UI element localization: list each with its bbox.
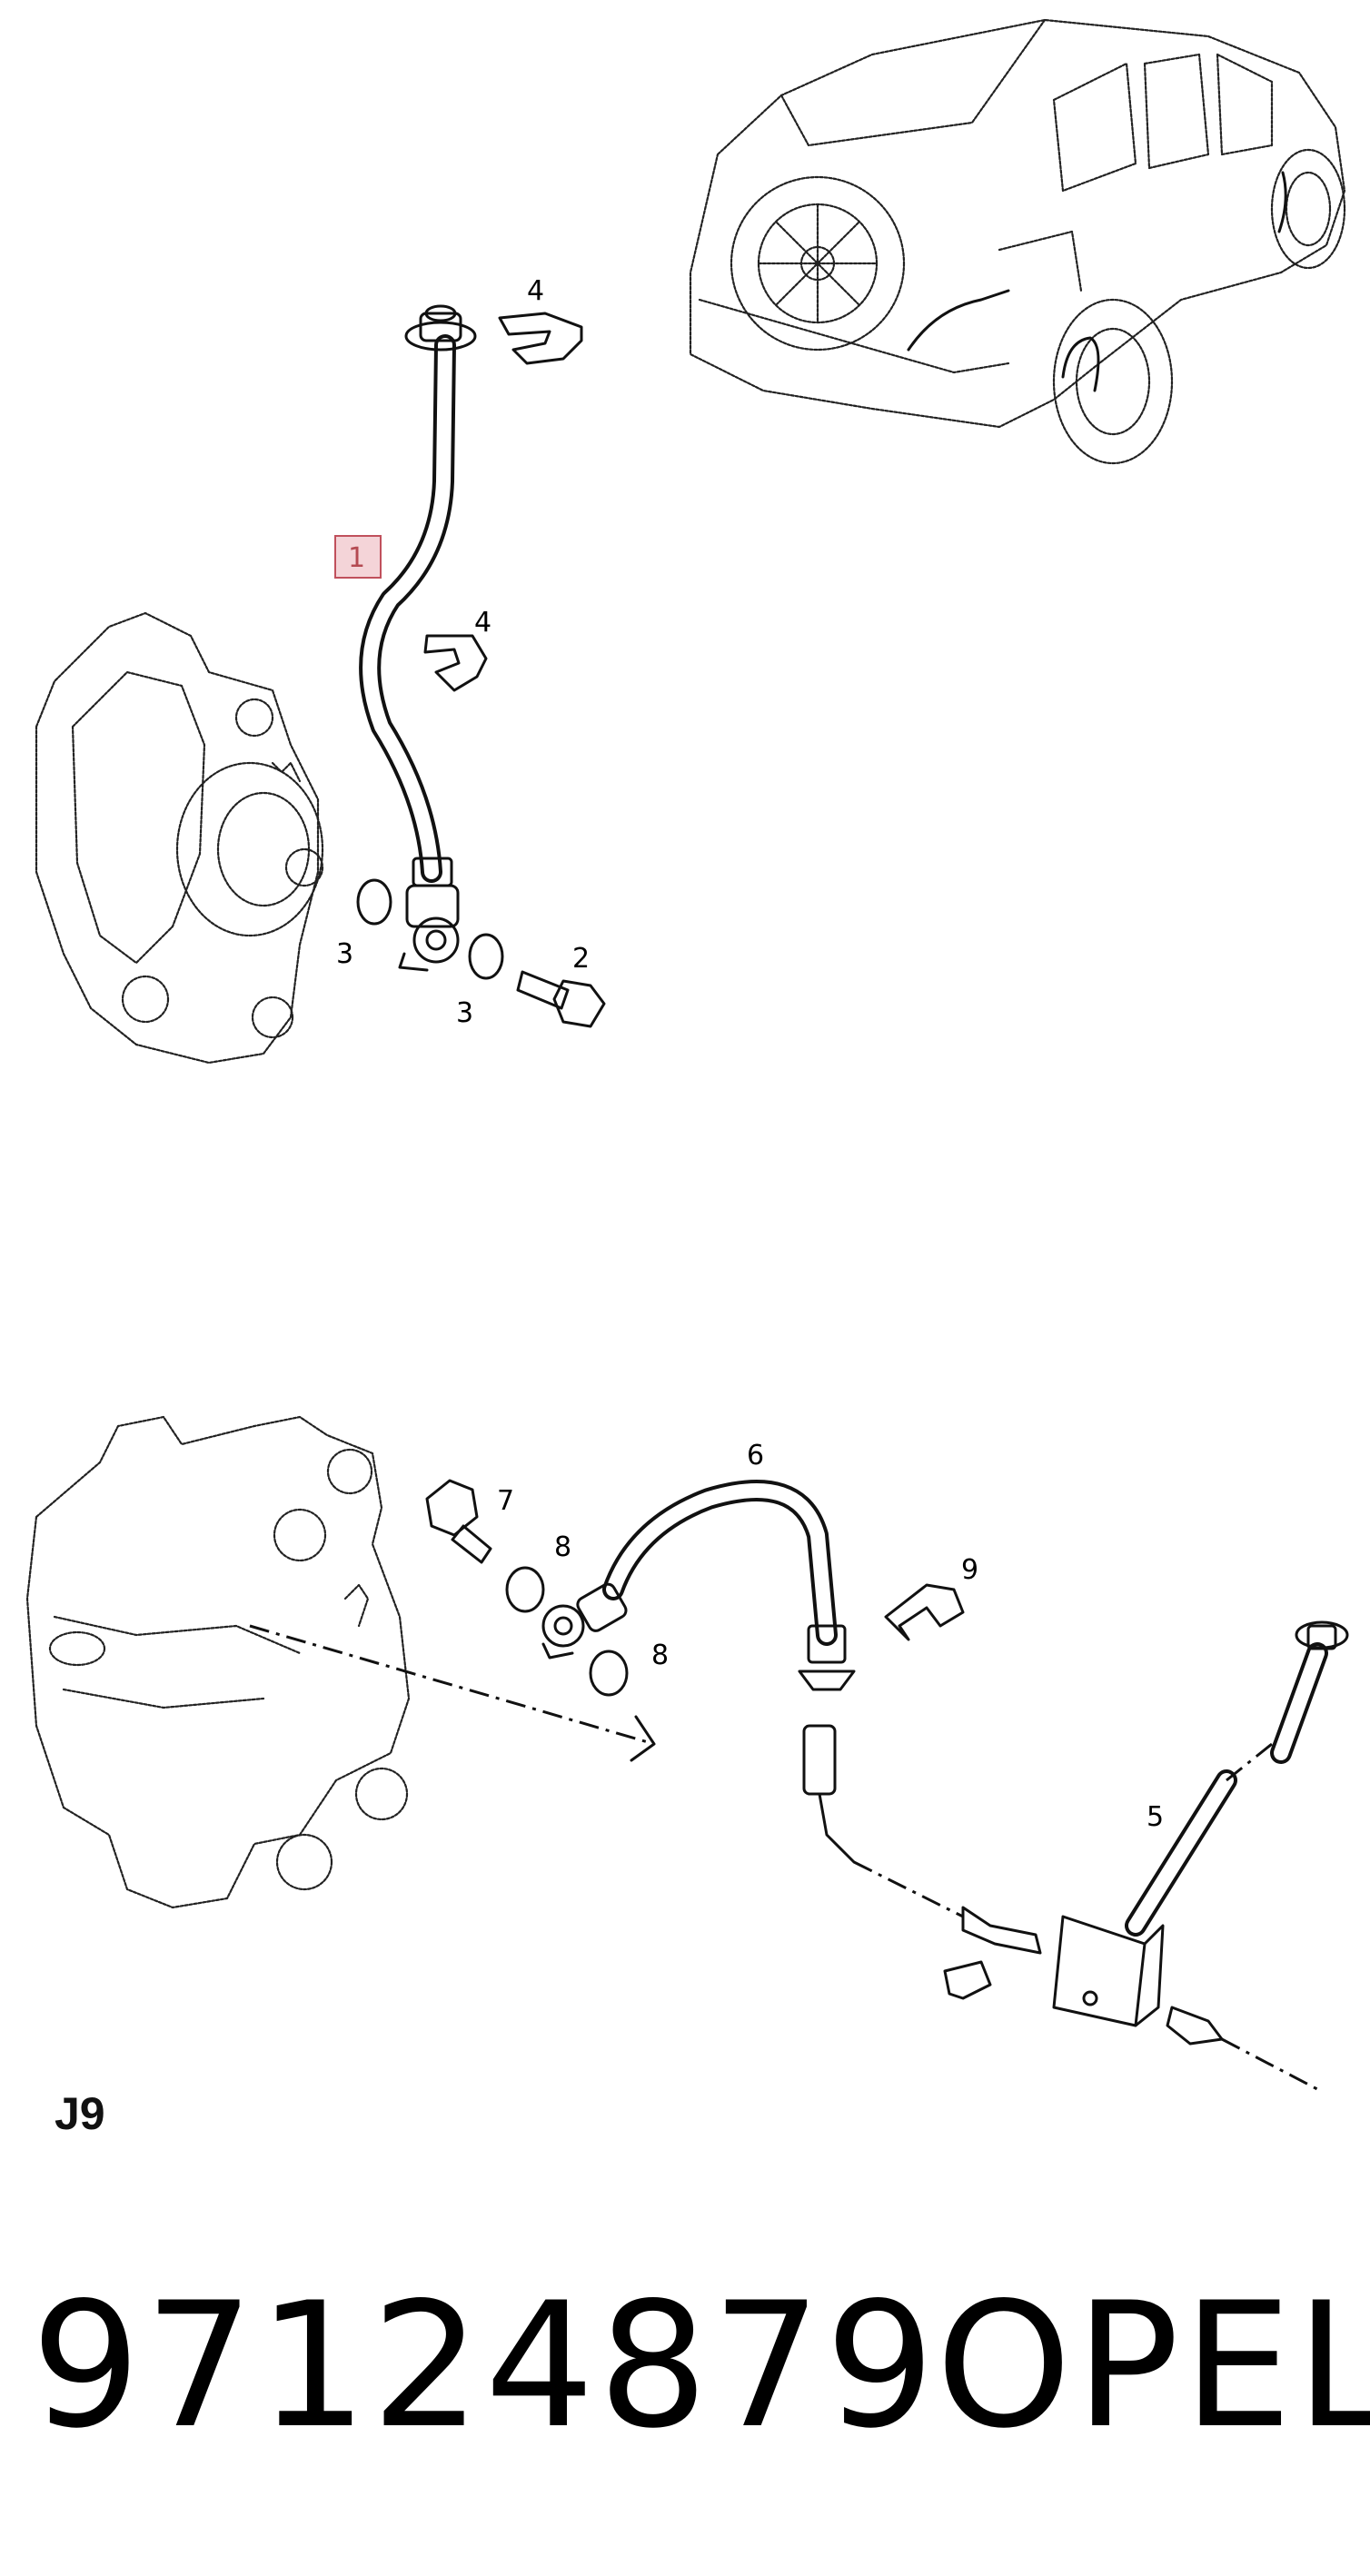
brake-hose-part-5: [1125, 1620, 1349, 1937]
hose-clip-part-9: [884, 1583, 965, 1641]
banjo-bolt-part-7: [425, 1479, 492, 1564]
brand-name: OPEL: [936, 2265, 1370, 2466]
brake-hose-part-1: [359, 304, 477, 972]
sealing-washer-part-3-right: [468, 933, 504, 980]
sealing-washer-part-3-left: [356, 878, 392, 926]
callout-6: 6: [747, 1440, 764, 1471]
hose-clip-part-4-upper: [498, 312, 583, 365]
callout-5: 5: [1147, 1801, 1164, 1833]
brake-hose-part-6: [541, 1480, 856, 1691]
callout-8-lower: 8: [651, 1640, 669, 1671]
callout-4-upper: 4: [527, 275, 544, 307]
brake-hose-diagram: 1 4 4 3 3 2: [25, 18, 1349, 2091]
callout-1-highlight: [334, 535, 382, 579]
hose-clip-part-4-lower: [423, 634, 488, 692]
sealing-washer-part-8-upper: [505, 1566, 545, 1613]
part-number: 97124879: [31, 2265, 939, 2466]
callout-7: 7: [497, 1485, 514, 1517]
brake-pipe-assembly: [802, 1724, 1318, 2091]
rear-caliper-illustration: [25, 1415, 656, 1909]
vehicle-illustration: [689, 18, 1346, 465]
callout-4-lower: 4: [474, 607, 491, 639]
front-caliper-illustration: [35, 611, 324, 1065]
diagram-code: J9: [55, 2088, 105, 2139]
callout-8-upper: 8: [554, 1531, 571, 1563]
callout-3-left: 3: [336, 938, 353, 970]
callout-1: 1: [348, 542, 365, 574]
callout-3-right: 3: [456, 997, 473, 1029]
banjo-bolt-part-2: [516, 970, 606, 1028]
callout-2: 2: [572, 943, 590, 975]
callout-9: 9: [961, 1554, 978, 1586]
sealing-washer-part-8-lower: [589, 1650, 629, 1697]
